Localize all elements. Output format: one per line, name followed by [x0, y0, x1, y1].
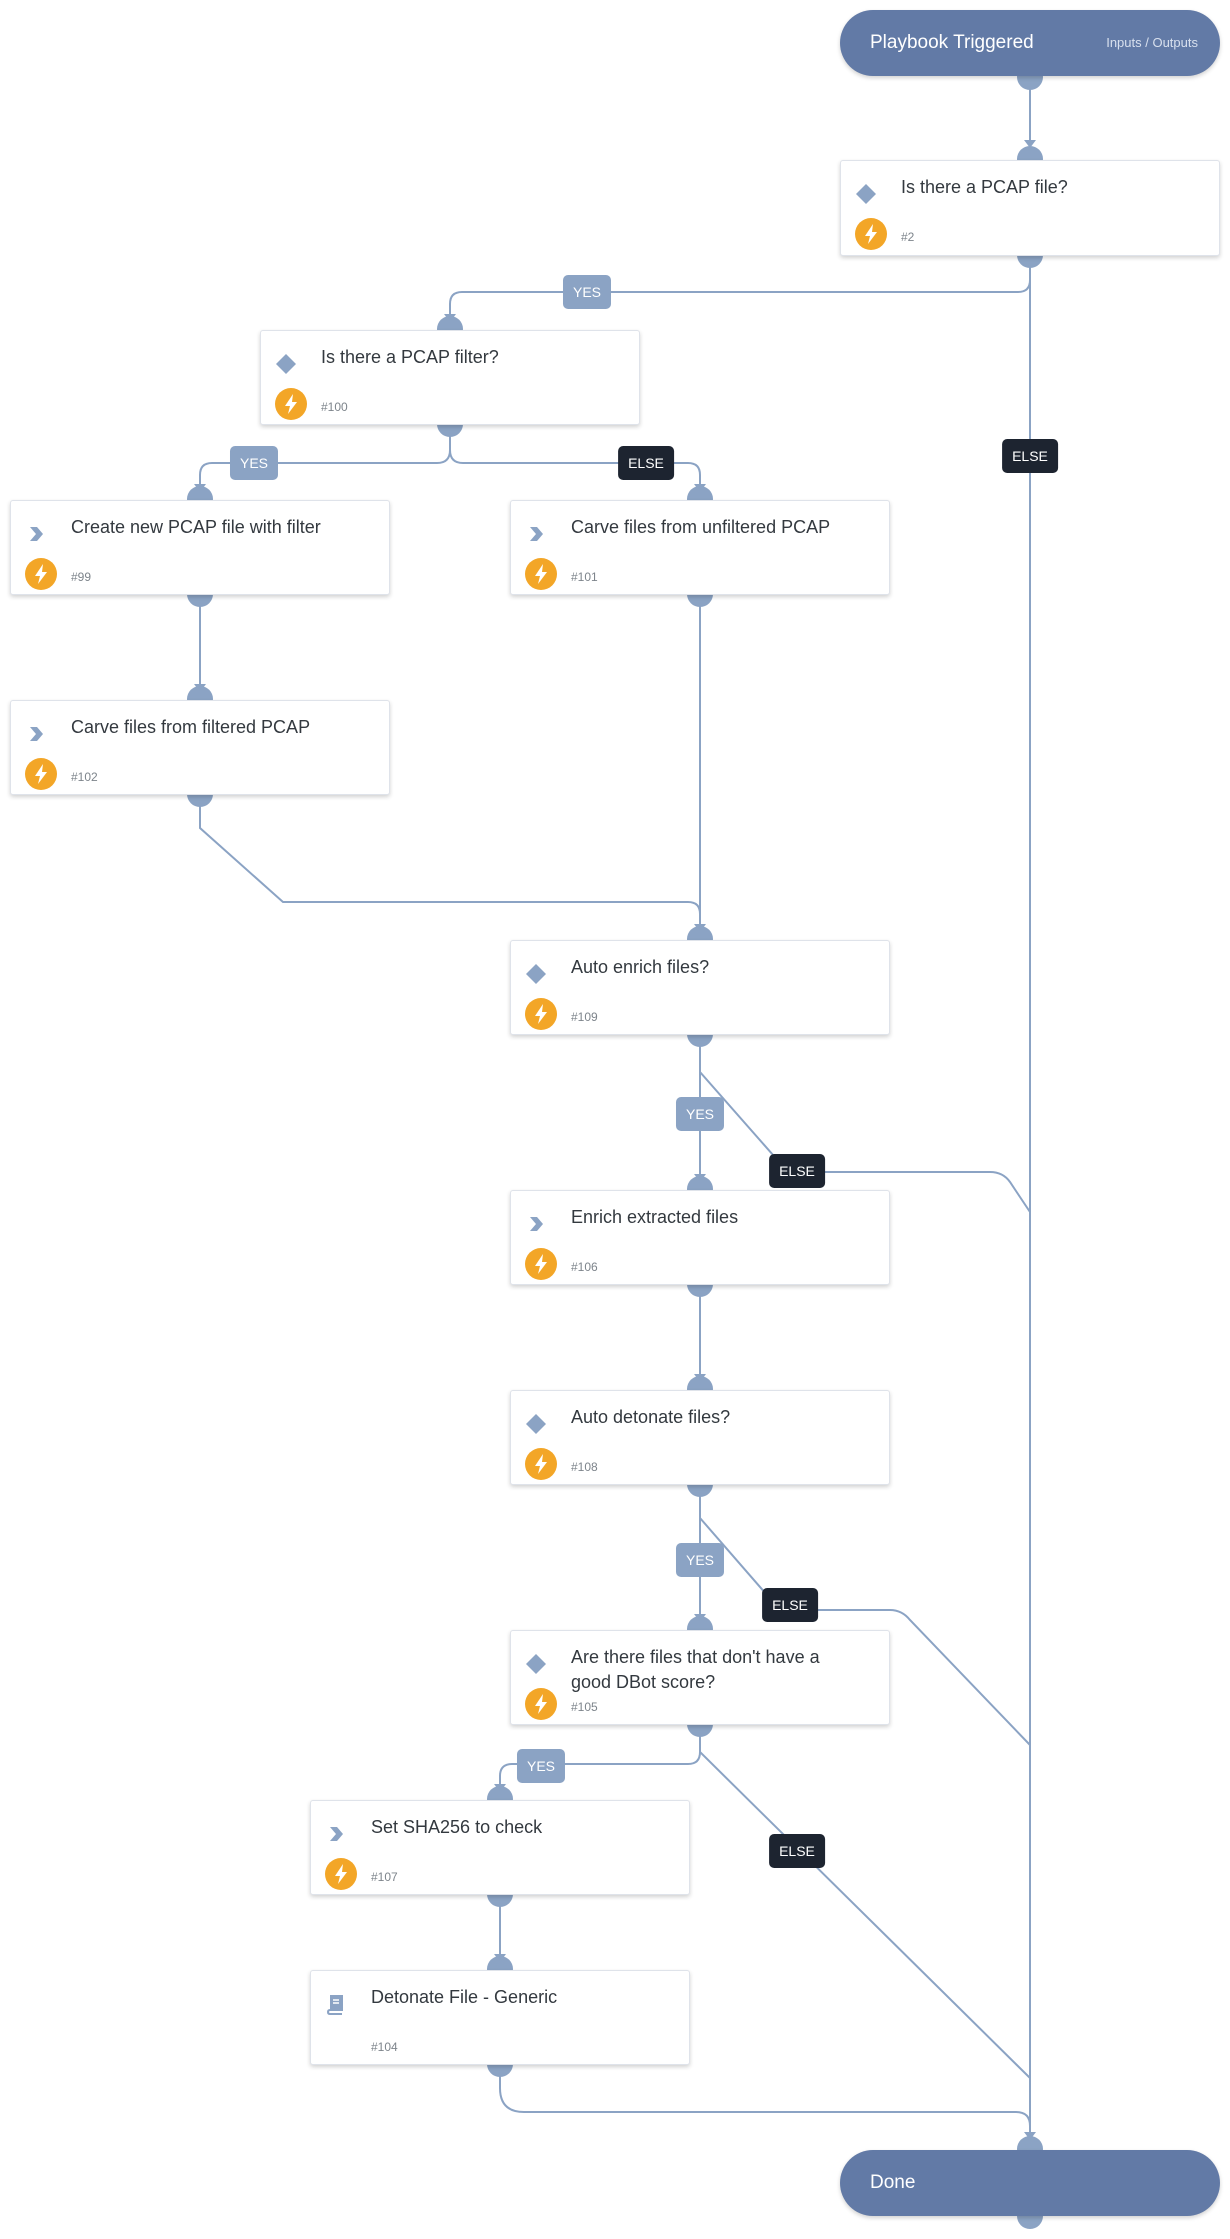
yes-label: YES	[229, 446, 279, 480]
lightning-icon	[275, 388, 307, 420]
task-node-107[interactable]: Set SHA256 to check #107	[310, 1800, 690, 1895]
task-node-108[interactable]: Auto detonate files? #108	[510, 1390, 890, 1485]
done-title: Done	[870, 2172, 916, 2193]
task-title: Auto enrich files?	[571, 957, 710, 977]
lightning-icon	[525, 1248, 557, 1280]
book-icon	[326, 1995, 343, 2015]
lightning-icon	[525, 1688, 557, 1720]
task-title: Create new PCAP file with filter	[71, 517, 321, 537]
chevron-icon	[330, 1827, 343, 1841]
task-title: Is there a PCAP file?	[901, 177, 1068, 197]
task-number: #2	[901, 230, 915, 244]
lightning-icon	[525, 558, 557, 590]
task-node-105[interactable]: Are there files that don't have a good D…	[510, 1630, 890, 1725]
edge	[699, 1724, 1031, 2079]
lightning-icon	[855, 218, 887, 250]
diamond-icon	[526, 1414, 546, 1434]
task-title: Detonate File - Generic	[371, 1987, 558, 2007]
task-number: #104	[371, 2040, 398, 2054]
task-number: #105	[571, 1700, 598, 1714]
task-title: Carve files from filtered PCAP	[71, 717, 311, 737]
yes-label: YES	[562, 275, 612, 309]
done-node[interactable]: Done	[840, 2150, 1220, 2216]
task-title: Auto detonate files?	[571, 1407, 731, 1427]
chevron-icon	[30, 727, 43, 741]
task-node-106[interactable]: Enrich extracted files #106	[510, 1190, 890, 1285]
lightning-icon	[525, 1448, 557, 1480]
task-node-2[interactable]: Is there a PCAP file? #2	[840, 160, 1220, 256]
task-node-109[interactable]: Auto enrich files? #109	[510, 940, 890, 1035]
chevron-icon	[30, 527, 43, 541]
task-number: #108	[571, 1460, 598, 1474]
task-node-102[interactable]: Carve files from filtered PCAP #102	[10, 700, 390, 795]
lightning-icon	[325, 1858, 357, 1890]
else-label: ELSE	[769, 1154, 825, 1188]
playbook-triggered-node[interactable]: Playbook Triggered Inputs / Outputs	[840, 10, 1220, 76]
edge	[499, 2064, 1031, 2140]
else-label: ELSE	[769, 1834, 825, 1868]
task-node-99[interactable]: Create new PCAP file with filter #99	[10, 500, 390, 595]
yes-label: YES	[675, 1543, 725, 1577]
edge	[499, 1724, 701, 1792]
task-title: Is there a PCAP filter?	[321, 347, 499, 367]
diamond-icon	[526, 1654, 546, 1674]
lightning-icon	[25, 758, 57, 790]
task-title: Carve files from unfiltered PCAP	[571, 517, 831, 537]
diamond-icon	[526, 964, 546, 984]
task-number: #99	[71, 570, 92, 584]
task-number: #102	[71, 770, 98, 784]
yes-label: YES	[675, 1097, 725, 1131]
chevron-icon	[530, 1217, 543, 1231]
lightning-icon	[525, 998, 557, 1030]
task-number: #100	[321, 400, 348, 414]
chevron-icon	[530, 527, 543, 541]
edge	[449, 424, 701, 492]
task-node-104[interactable]: Detonate File - Generic #104	[310, 1970, 690, 2065]
task-number: #106	[571, 1260, 598, 1274]
task-title: Enrich extracted files	[571, 1207, 739, 1227]
task-node-100[interactable]: Is there a PCAP filter? #100	[260, 330, 640, 425]
edge	[699, 1034, 1031, 1213]
edge	[199, 424, 451, 492]
diamond-icon	[276, 354, 296, 374]
inputs-outputs-link[interactable]: Inputs / Outputs	[1106, 35, 1198, 50]
task-title: Set SHA256 to check	[371, 1817, 543, 1837]
else-label: ELSE	[762, 1588, 818, 1622]
task-number: #101	[571, 570, 598, 584]
lightning-icon	[25, 558, 57, 590]
else-label: ELSE	[1002, 439, 1058, 473]
else-label: ELSE	[618, 446, 674, 480]
task-number: #107	[371, 1870, 398, 1884]
task-node-101[interactable]: Carve files from unfiltered PCAP #101	[510, 500, 890, 595]
diamond-icon	[856, 184, 876, 204]
edge	[449, 256, 1031, 322]
yes-label: YES	[516, 1749, 566, 1783]
task-title: Are there files that don't have a good D…	[571, 1647, 820, 1692]
arrowhead	[1024, 140, 1036, 148]
task-number: #109	[571, 1010, 598, 1024]
edge	[199, 794, 701, 932]
trigger-title: Playbook Triggered	[870, 32, 1034, 53]
